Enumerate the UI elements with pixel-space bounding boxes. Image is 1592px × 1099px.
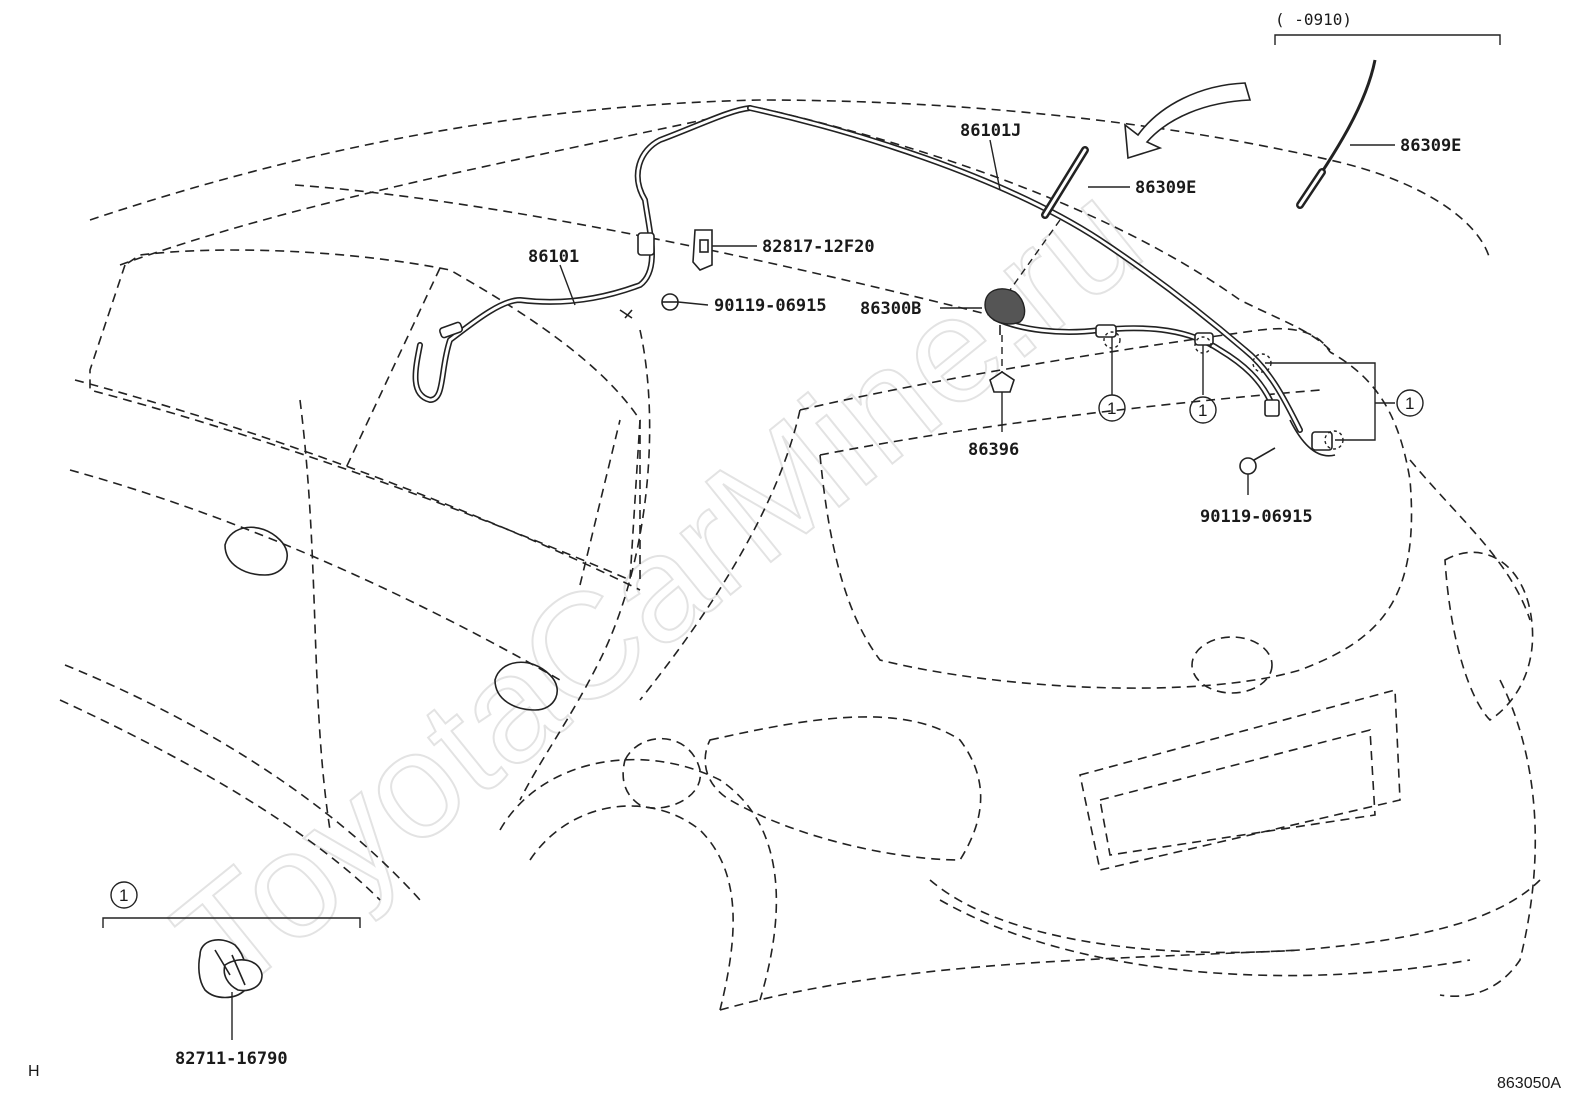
callout-number: 1 — [119, 886, 128, 905]
direction-arrow — [1124, 82, 1252, 160]
antenna-pad — [989, 371, 1015, 393]
antenna-mast-top — [1296, 59, 1377, 209]
diagram-id: 863050A — [1497, 1075, 1561, 1092]
label-86396: 86396 — [968, 440, 1019, 460]
bracket-part — [692, 229, 713, 271]
vehicle-outline — [59, 99, 1541, 1011]
label-86101j: 86101J — [960, 121, 1021, 141]
callout-number: 1 — [1405, 394, 1414, 413]
corner-mark: H — [28, 1063, 40, 1080]
antenna-base — [984, 288, 1026, 335]
bolt-right — [1239, 447, 1276, 475]
clamp-part — [198, 939, 263, 999]
label-82817-12f20: 82817-12F20 — [762, 237, 875, 257]
range-note: ( -0910) — [1275, 10, 1352, 29]
label-86309e-top: 86309E — [1400, 136, 1461, 156]
label-90119-06915-right: 90119-06915 — [1200, 507, 1313, 527]
antenna-cable-front — [412, 105, 753, 403]
antenna-cable-rear — [747, 105, 1336, 457]
label-86309e-mid: 86309E — [1135, 178, 1196, 198]
antenna-mast-mid — [1041, 146, 1089, 219]
label-90119-06915-left: 90119-06915 — [714, 296, 827, 316]
label-86101: 86101 — [528, 247, 579, 267]
callout-markers: 1 1 1 1 — [110, 389, 1424, 909]
leader-lines — [102, 34, 1501, 1040]
callout-number: 1 — [1107, 399, 1116, 418]
label-82711-16790: 82711-16790 — [175, 1049, 288, 1069]
callout-number: 1 — [1198, 401, 1207, 420]
bolt-left — [619, 293, 679, 319]
label-86300b: 86300B — [860, 299, 921, 319]
